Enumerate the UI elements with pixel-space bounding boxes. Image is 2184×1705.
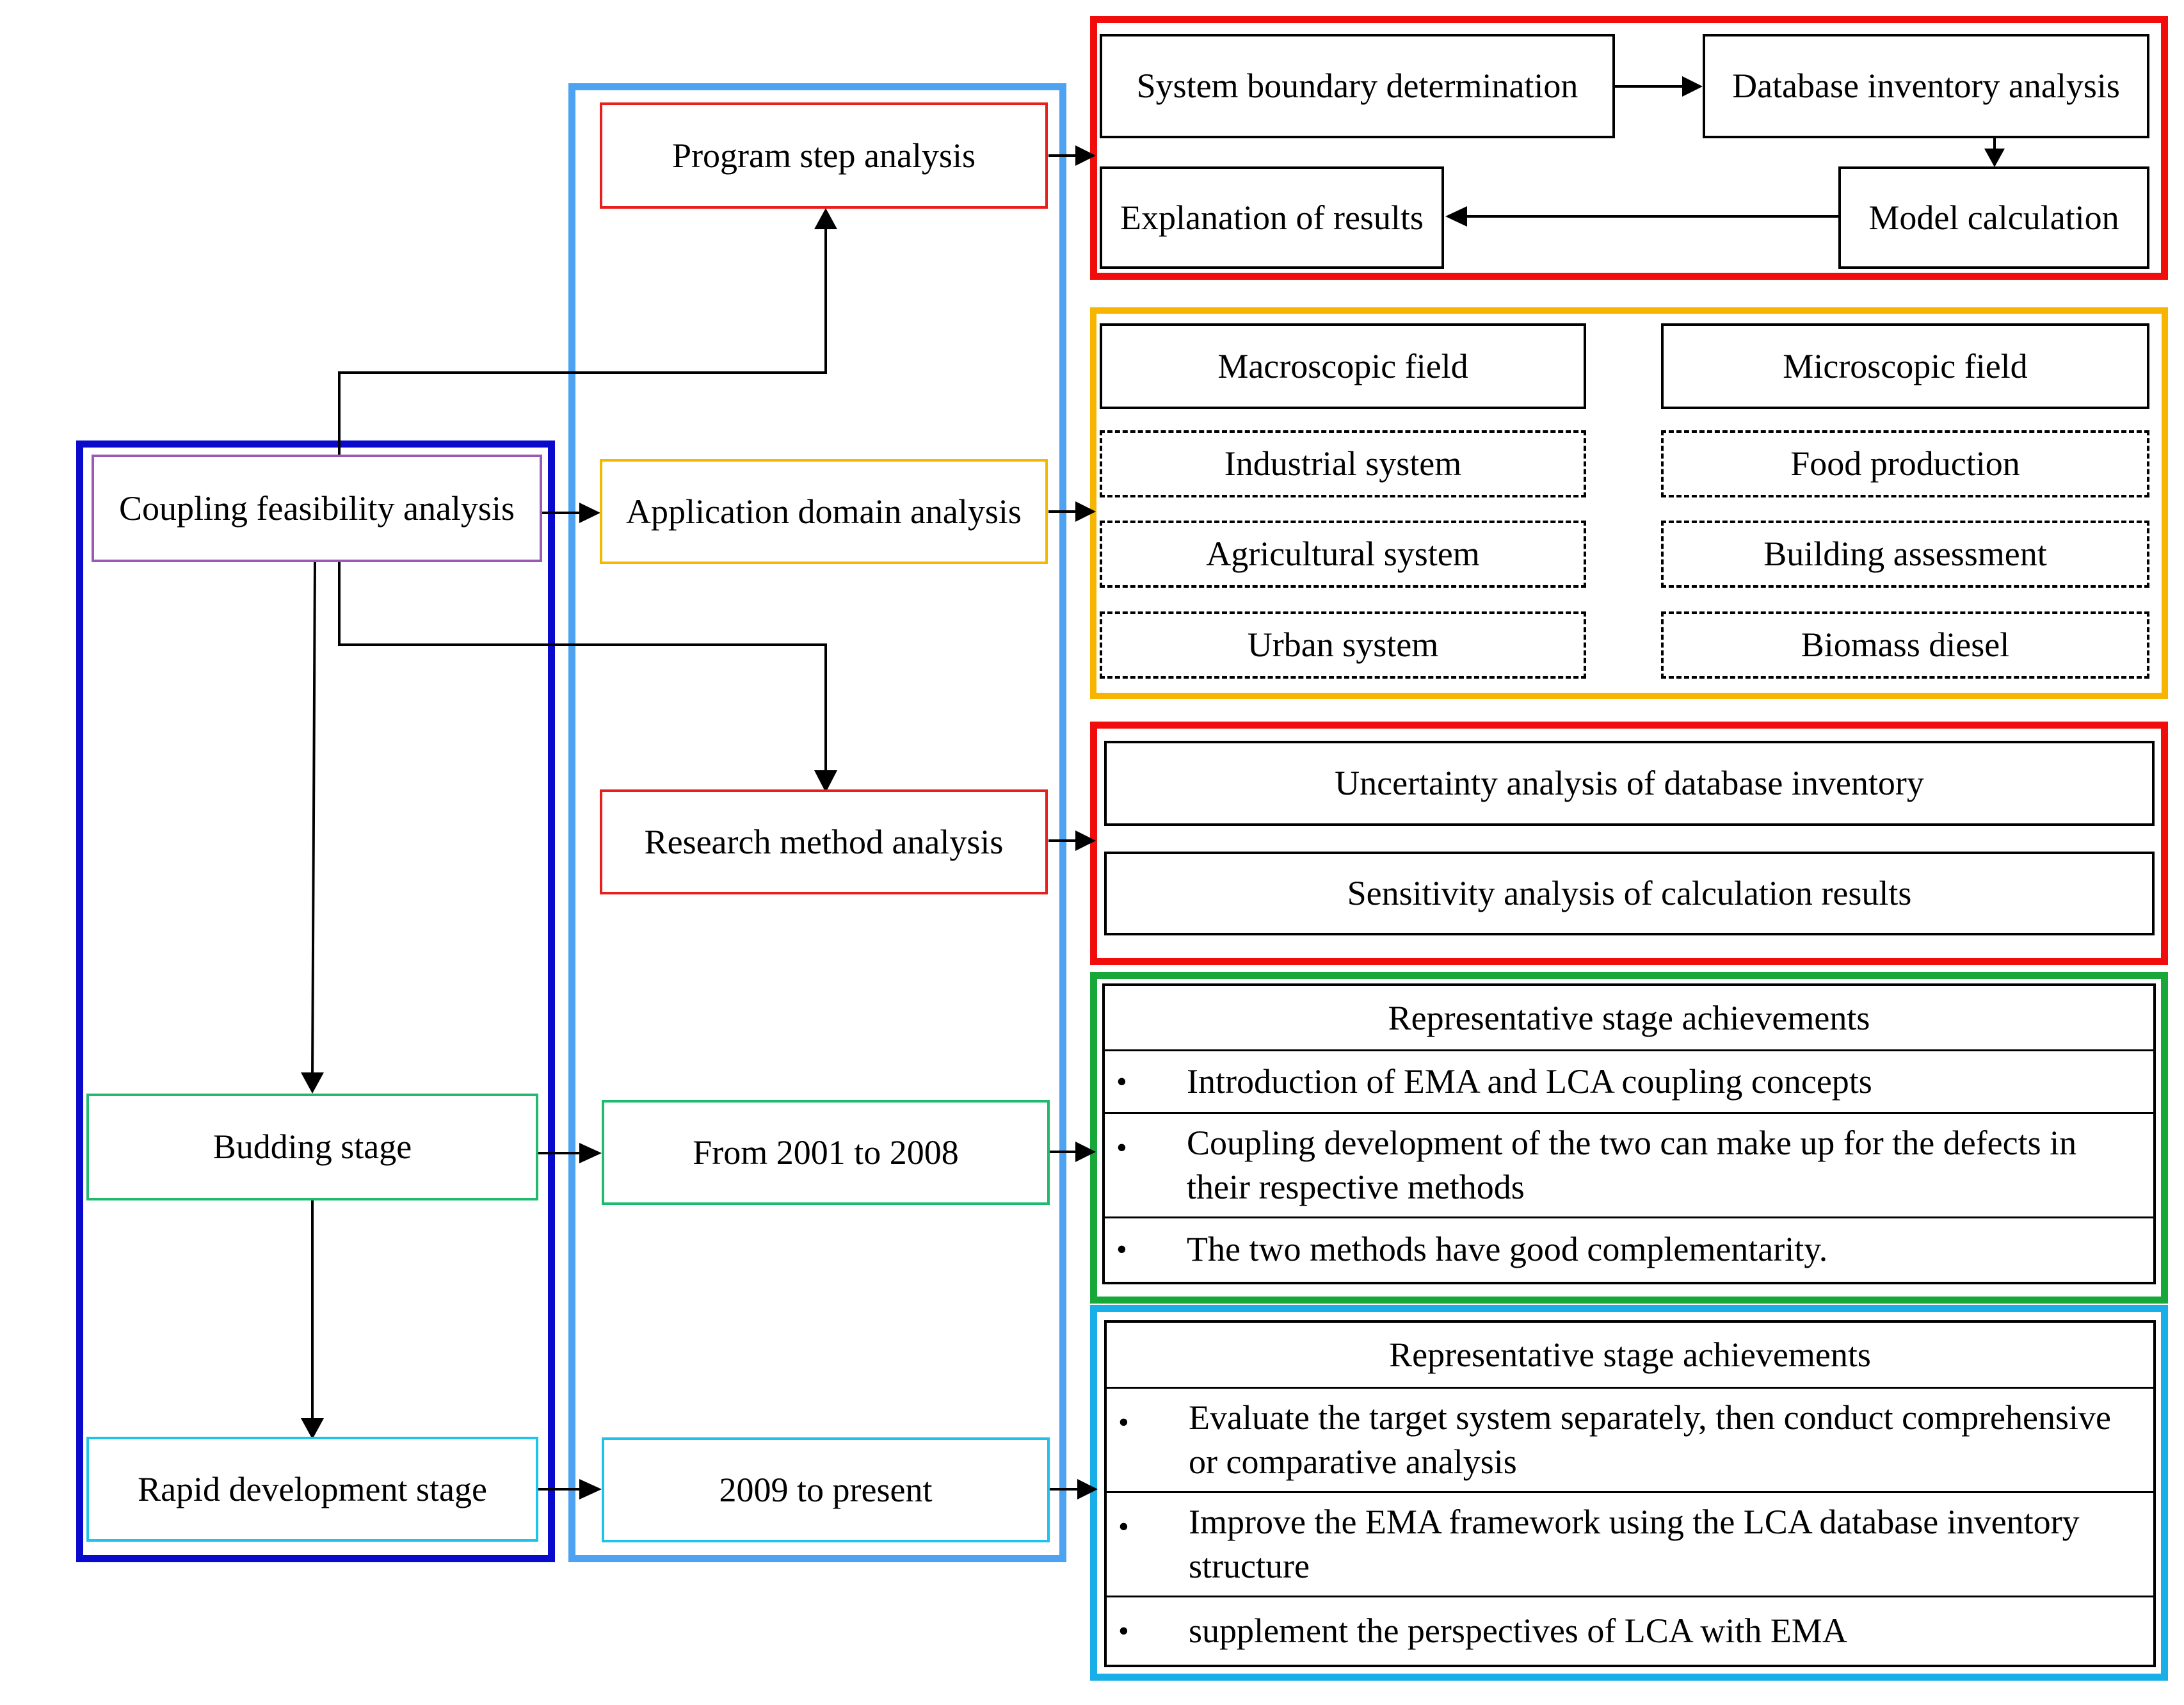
system-boundary-label: System boundary determination bbox=[1136, 67, 1578, 106]
sensitivity-analysis-box: Sensitivity analysis of calculation resu… bbox=[1104, 852, 2155, 935]
budding-achievements-header-label: Representative stage achievements bbox=[1388, 998, 1870, 1037]
achievement-text: Evaluate the target system separately, t… bbox=[1189, 1398, 2111, 1481]
achievement-text: Introduction of EMA and LCA coupling con… bbox=[1187, 1062, 1872, 1101]
macro-item-label: Agricultural system bbox=[1206, 535, 1480, 574]
rapid-achievements-table: Representative stage achievements • Eval… bbox=[1104, 1320, 2156, 1667]
achievement-row: • Improve the EMA framework using the LC… bbox=[1107, 1493, 2153, 1597]
budding-achievements-frame bbox=[1090, 972, 2168, 1304]
bullet-point: • bbox=[1116, 1232, 1127, 1266]
macroscopic-field-header: Macroscopic field bbox=[1100, 323, 1586, 409]
achievement-text: Coupling development of the two can make… bbox=[1187, 1123, 2077, 1206]
system-boundary-box: System boundary determination bbox=[1100, 34, 1615, 138]
micro-item-food: Food production bbox=[1661, 430, 2149, 497]
microscopic-field-header: Microscopic field bbox=[1661, 323, 2149, 409]
sensitivity-analysis-label: Sensitivity analysis of calculation resu… bbox=[1347, 874, 1912, 913]
bullet-point: • bbox=[1118, 1510, 1129, 1544]
rapid-period-label: 2009 to present bbox=[719, 1470, 933, 1509]
macro-item-label: Industrial system bbox=[1224, 444, 1462, 483]
microscopic-field-label: Microscopic field bbox=[1783, 346, 2028, 385]
macroscopic-field-label: Macroscopic field bbox=[1217, 346, 1468, 385]
micro-item-building: Building assessment bbox=[1661, 521, 2149, 588]
application-domain-analysis-box: Application domain analysis bbox=[600, 459, 1048, 564]
rapid-period-box: 2009 to present bbox=[602, 1437, 1050, 1542]
budding-period-box: From 2001 to 2008 bbox=[602, 1100, 1050, 1205]
macro-item-industrial: Industrial system bbox=[1100, 430, 1586, 497]
achievement-row: • Evaluate the target system separately,… bbox=[1107, 1389, 2153, 1493]
left-stage-frame bbox=[76, 440, 555, 1562]
database-inventory-label: Database inventory analysis bbox=[1732, 67, 2120, 106]
budding-stage-label: Budding stage bbox=[213, 1127, 412, 1167]
achievement-text: supplement the perspectives of LCA with … bbox=[1189, 1611, 1847, 1650]
macro-item-urban: Urban system bbox=[1100, 611, 1586, 679]
achievement-row: • supplement the perspectives of LCA wit… bbox=[1107, 1597, 2153, 1665]
rapid-achievements-header-label: Representative stage achievements bbox=[1389, 1336, 1871, 1374]
achievement-text: Improve the EMA framework using the LCA … bbox=[1189, 1502, 2080, 1585]
explanation-results-label: Explanation of results bbox=[1120, 198, 1424, 237]
macro-item-agricultural: Agricultural system bbox=[1100, 521, 1586, 588]
micro-item-label: Building assessment bbox=[1763, 535, 2047, 574]
budding-stage-box: Budding stage bbox=[86, 1094, 538, 1200]
database-inventory-box: Database inventory analysis bbox=[1703, 34, 2149, 138]
coupling-feasibility-box: Coupling feasibility analysis bbox=[92, 455, 542, 562]
uncertainty-analysis-label: Uncertainty analysis of database invento… bbox=[1335, 764, 1924, 803]
coupling-feasibility-label: Coupling feasibility analysis bbox=[119, 489, 515, 528]
middle-analysis-frame bbox=[568, 83, 1066, 1562]
micro-item-label: Food production bbox=[1790, 444, 2020, 483]
research-method-analysis-label: Research method analysis bbox=[644, 822, 1004, 861]
micro-item-label: Biomass diesel bbox=[1801, 626, 2010, 665]
achievement-text: The two methods have good complementarit… bbox=[1187, 1229, 1828, 1268]
budding-achievements-table: Representative stage achievements • Intr… bbox=[1102, 983, 2156, 1284]
rapid-development-stage-box: Rapid development stage bbox=[86, 1437, 538, 1542]
micro-item-biomass: Biomass diesel bbox=[1661, 611, 2149, 679]
model-calculation-box: Model calculation bbox=[1838, 166, 2149, 269]
rapid-achievements-header: Representative stage achievements bbox=[1107, 1323, 2153, 1389]
research-method-analysis-box: Research method analysis bbox=[600, 789, 1048, 894]
rapid-development-stage-label: Rapid development stage bbox=[138, 1469, 487, 1508]
achievement-row: • Coupling development of the two can ma… bbox=[1105, 1114, 2153, 1218]
model-calculation-label: Model calculation bbox=[1868, 198, 2119, 237]
bullet-point: • bbox=[1118, 1613, 1129, 1648]
bullet-point: • bbox=[1116, 1131, 1127, 1165]
achievement-row: • The two methods have good complementar… bbox=[1105, 1218, 2153, 1281]
program-step-analysis-label: Program step analysis bbox=[672, 136, 976, 175]
explanation-results-box: Explanation of results bbox=[1100, 166, 1444, 269]
achievement-row: • Introduction of EMA and LCA coupling c… bbox=[1105, 1051, 2153, 1114]
bullet-point: • bbox=[1116, 1064, 1127, 1099]
bullet-point: • bbox=[1118, 1405, 1129, 1439]
budding-achievements-header: Representative stage achievements bbox=[1105, 986, 2153, 1051]
macro-item-label: Urban system bbox=[1247, 626, 1439, 665]
application-domain-analysis-label: Application domain analysis bbox=[626, 492, 1022, 531]
program-step-analysis-box: Program step analysis bbox=[600, 102, 1048, 209]
uncertainty-analysis-box: Uncertainty analysis of database invento… bbox=[1104, 741, 2155, 826]
budding-period-label: From 2001 to 2008 bbox=[693, 1133, 959, 1172]
